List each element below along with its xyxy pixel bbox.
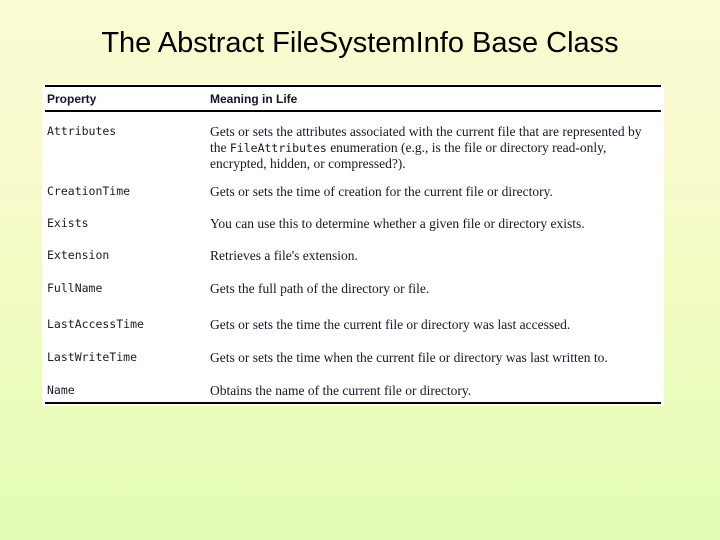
- column-header-property: Property: [47, 92, 97, 106]
- table-rule-bottom: [45, 402, 661, 404]
- property-name: Exists: [47, 216, 89, 230]
- property-meaning: Retrieves a file's extension.: [210, 248, 358, 263]
- properties-table: Property Meaning in Life Attributes Gets…: [42, 84, 664, 406]
- meaning-text-part: enumeration (e.g., is the file or direct…: [210, 139, 607, 172]
- property-meaning: Gets or sets the attributes associated w…: [210, 124, 660, 172]
- property-name: LastAccessTime: [47, 317, 144, 331]
- property-meaning: Gets or sets the time of creation for th…: [210, 184, 553, 199]
- property-name: Name: [47, 383, 75, 397]
- property-name: LastWriteTime: [47, 350, 138, 364]
- property-meaning: Gets or sets the time the current file o…: [210, 317, 571, 332]
- table-rule-header: [45, 110, 661, 112]
- page-title: The Abstract FileSystemInfo Base Class: [101, 27, 619, 59]
- column-header-meaning: Meaning in Life: [210, 92, 298, 106]
- property-name: FullName: [47, 281, 103, 295]
- table-rule-top: [45, 85, 661, 87]
- property-name: CreationTime: [47, 184, 131, 198]
- property-meaning: Obtains the name of the current file or …: [210, 383, 472, 398]
- property-meaning: You can use this to determine whether a …: [210, 216, 585, 231]
- property-name: Extension: [47, 248, 110, 262]
- property-name: Attributes: [47, 124, 117, 138]
- meaning-text-part: Gets or sets the attributes associated w…: [210, 124, 642, 155]
- property-meaning: Gets or sets the time when the current f…: [210, 350, 608, 365]
- property-meaning: Gets the full path of the directory or f…: [210, 281, 430, 296]
- code-token: FileAttributes: [229, 140, 327, 155]
